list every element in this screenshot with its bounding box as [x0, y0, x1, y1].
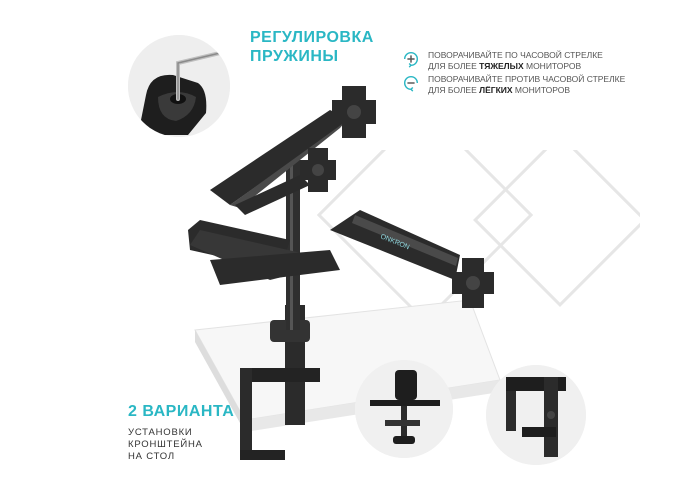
mount-variants-title: 2 ВАРИАНТА	[128, 403, 235, 420]
grommet-mount-closeup	[486, 365, 586, 465]
rotate-counterclockwise-minus-icon	[403, 75, 419, 92]
rotate-clockwise-plus-icon	[403, 51, 419, 68]
hint-counterclockwise-line2: ДЛЯ БОЛЕЕ ЛЁГКИХ МОНИТОРОВ	[428, 85, 571, 95]
hint-clockwise-line1: ПОВОРАЧИВАЙТЕ ПО ЧАСОВОЙ СТРЕЛКЕ	[428, 50, 603, 60]
mount-desc-line2: КРОНШТЕЙНА	[128, 439, 203, 450]
vesa-plate-middle	[300, 148, 336, 192]
vesa-plate-top	[332, 86, 376, 138]
hint-clockwise: ПОВОРАЧИВАЙТЕ ПО ЧАСОВОЙ СТРЕЛКЕ ДЛЯ БОЛ…	[402, 50, 692, 72]
mount-variants-description: УСТАНОВКИ КРОНШТЕЙНА НА СТОЛ	[128, 427, 203, 463]
hint-clockwise-line2: ДЛЯ БОЛЕЕ ТЯЖЕЛЫХ МОНИТОРОВ	[428, 61, 582, 71]
vesa-plate-right	[452, 258, 494, 308]
spring-title-line1: РЕГУЛИРОВКА	[250, 29, 374, 46]
clamp-mount-closeup	[355, 360, 453, 458]
spring-title-line2: ПРУЖИНЫ	[250, 48, 339, 65]
mount-desc-line3: НА СТОЛ	[128, 451, 175, 462]
hint-counterclockwise-line1: ПОВОРАЧИВАЙТЕ ПРОТИВ ЧАСОВОЙ СТРЕЛКЕ	[428, 74, 626, 84]
spring-adjust-closeup	[128, 35, 230, 137]
mount-desc-line1: УСТАНОВКИ	[128, 427, 193, 438]
spring-adjust-title: РЕГУЛИРОВКА ПРУЖИНЫ	[250, 28, 374, 66]
hint-counterclockwise: ПОВОРАЧИВАЙТЕ ПРОТИВ ЧАСОВОЙ СТРЕЛКЕ ДЛЯ…	[402, 74, 692, 96]
